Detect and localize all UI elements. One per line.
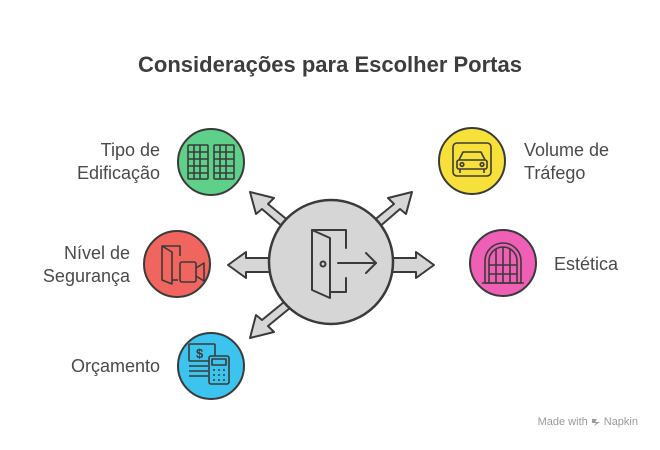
arched-window-icon: [482, 242, 524, 284]
node-estetica: [469, 229, 537, 297]
node-orcamento: $: [177, 332, 245, 400]
node-volume-trafego: [438, 127, 506, 195]
building-windows-icon: [187, 144, 235, 180]
arrow-to-orcamento: [249, 301, 291, 339]
label-line: Nível de: [63, 243, 130, 263]
napkin-watermark[interactable]: Made with Napkin: [538, 416, 638, 428]
svg-text:$: $: [196, 346, 204, 361]
node-tipo-edificacao: [177, 128, 245, 196]
label-line: Tipo de: [100, 140, 160, 160]
car-icon: [452, 142, 492, 177]
center-node: [267, 198, 395, 326]
napkin-logo-icon: [591, 419, 600, 426]
watermark-brand: Napkin: [603, 416, 638, 428]
page-title: Considerações para Escolher Portas: [138, 52, 522, 77]
arrow-to-estetica: [389, 251, 435, 279]
label-line: Tráfego: [524, 163, 586, 183]
label-tipo-edificacao: Tipo de Edificação: [77, 139, 160, 185]
label-line: Volume de: [524, 140, 610, 160]
door-exit-icon: [311, 229, 377, 299]
label-volume-trafego: Volume de Tráfego: [524, 139, 609, 185]
door-camera-icon: [161, 245, 205, 285]
label-line: Segurança: [42, 266, 130, 286]
label-line: Estética: [554, 254, 619, 274]
money-calculator-icon: $: [188, 343, 230, 385]
connector-arrows: [227, 191, 435, 339]
arrow-to-nivel-seguranca: [227, 251, 273, 279]
label-nivel-seguranca: Nível de Segurança: [43, 242, 130, 288]
label-line: Orçamento: [70, 356, 160, 376]
label-orcamento: Orçamento: [71, 355, 160, 378]
label-estetica: Estética: [554, 253, 618, 276]
watermark-text: Made with: [537, 416, 588, 428]
node-nivel-seguranca: [143, 230, 211, 298]
label-line: Edificação: [76, 163, 160, 183]
